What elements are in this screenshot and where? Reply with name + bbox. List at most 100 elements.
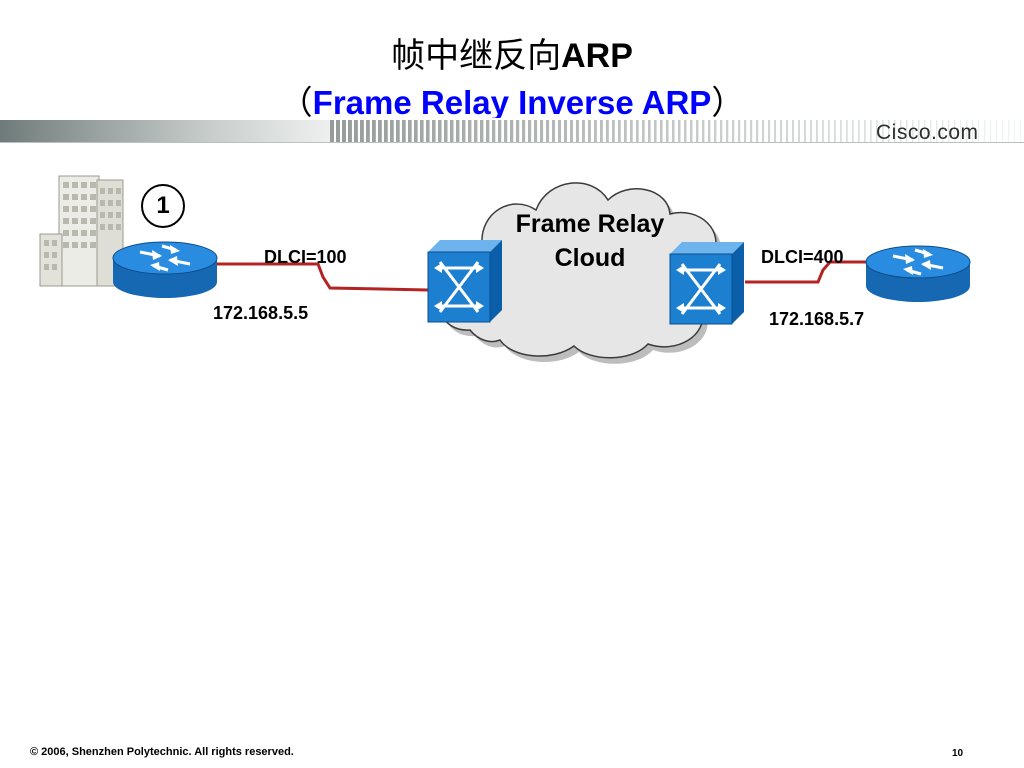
banner-stripe <box>630 120 633 142</box>
banner-stripe <box>978 120 980 142</box>
cloud-label-line1: Frame Relay <box>515 210 665 238</box>
banner-stripe <box>684 120 687 142</box>
banner-stripe <box>930 120 932 142</box>
right-serial-link <box>745 260 868 284</box>
banner-stripe <box>768 120 771 142</box>
banner-stripe <box>468 120 472 142</box>
banner-stripe <box>714 120 717 142</box>
banner-stripe <box>972 120 974 142</box>
banner-stripe <box>414 120 418 142</box>
banner-stripe <box>666 120 669 142</box>
banner-stripe <box>342 120 346 142</box>
banner-stripe <box>708 120 711 142</box>
banner-stripe <box>918 120 920 142</box>
banner-solid-band <box>0 120 330 142</box>
banner-stripe <box>786 120 789 142</box>
banner-stripe <box>624 120 627 142</box>
banner-stripe <box>720 120 723 142</box>
banner-stripe <box>780 120 783 142</box>
banner-stripe <box>390 120 394 142</box>
banner-stripe <box>852 120 854 142</box>
right-frame-relay-switch-icon[interactable] <box>669 242 744 325</box>
banner-stripe <box>540 120 544 142</box>
banner-stripe <box>696 120 699 142</box>
banner-stripe <box>822 120 824 142</box>
banner-stripe <box>354 120 358 142</box>
banner-stripe <box>864 120 866 142</box>
banner-stripe <box>552 120 556 142</box>
banner-stripe <box>990 120 992 142</box>
banner-stripe <box>846 120 848 142</box>
banner-stripe <box>744 120 747 142</box>
banner-stripe <box>900 120 902 142</box>
banner-stripe <box>942 120 944 142</box>
banner-stripe <box>372 120 376 142</box>
banner-stripe <box>336 120 340 142</box>
step-number: 1 <box>156 192 170 219</box>
banner-stripe <box>936 120 938 142</box>
banner-stripe <box>462 120 466 142</box>
banner-stripe <box>672 120 675 142</box>
title-close-paren: ） <box>711 83 745 122</box>
banner-stripe <box>642 120 645 142</box>
banner-stripe <box>570 120 573 142</box>
banner-stripe <box>996 120 998 142</box>
banner-stripe <box>444 120 448 142</box>
cloud-label-line2: Cloud <box>554 244 626 272</box>
banner-stripe <box>888 120 890 142</box>
banner-stripe <box>330 120 334 142</box>
banner-stripe <box>474 120 478 142</box>
banner-stripe <box>450 120 454 142</box>
banner-stripe <box>648 120 651 142</box>
banner-stripe <box>420 120 424 142</box>
title-chinese-text: 帧中继反向 <box>391 36 562 76</box>
banner-stripe <box>690 120 693 142</box>
title-open-paren: （ <box>279 83 313 122</box>
banner-stripe <box>738 120 741 142</box>
cisco-logo-text[interactable]: Cisco.com <box>876 121 979 144</box>
banner-underline <box>0 142 1024 143</box>
banner-stripe <box>360 120 364 142</box>
banner-stripe <box>1002 120 1004 142</box>
banner-stripe <box>546 120 550 142</box>
left-dlci-label: DLCI=100 <box>264 247 347 267</box>
step-number-circle <box>141 184 185 228</box>
banner-stripe <box>594 120 597 142</box>
banner-stripe <box>882 120 884 142</box>
left-router-icon[interactable] <box>112 241 218 298</box>
slide-title-line2: （Frame Relay Inverse ARP） <box>0 76 1024 124</box>
banner-stripe <box>966 120 968 142</box>
banner-stripe <box>606 120 609 142</box>
banner-stripe <box>756 120 759 142</box>
banner-stripe <box>426 120 430 142</box>
banner-stripe <box>858 120 860 142</box>
title-arp-text: ARP <box>561 37 633 75</box>
right-router-icon[interactable] <box>865 245 971 302</box>
slide-title-line1: 帧中继反向ARP <box>0 28 1024 77</box>
banner-stripe <box>636 120 639 142</box>
banner-stripe <box>870 120 872 142</box>
banner-stripe <box>960 120 962 142</box>
left-frame-relay-switch-icon[interactable] <box>427 240 502 323</box>
banner-stripe <box>1008 120 1010 142</box>
banner-stripe <box>348 120 352 142</box>
banner-stripe <box>732 120 735 142</box>
frame-relay-cloud-icon <box>439 182 732 364</box>
banner-stripe <box>840 120 842 142</box>
banner-stripe <box>582 120 585 142</box>
banner-stripe <box>504 120 508 142</box>
banner-stripe <box>402 120 406 142</box>
banner-stripe <box>510 120 514 142</box>
banner-stripe <box>912 120 914 142</box>
banner-stripe <box>1014 120 1016 142</box>
banner-stripe <box>576 120 579 142</box>
banner-stripe <box>534 120 538 142</box>
banner-stripes <box>330 120 1022 142</box>
page-number: 10 <box>952 748 964 759</box>
banner-stripe <box>660 120 663 142</box>
banner-stripe <box>654 120 657 142</box>
banner-stripe <box>384 120 388 142</box>
banner-stripe <box>762 120 765 142</box>
banner-stripe <box>810 120 812 142</box>
banner-stripe <box>558 120 562 142</box>
